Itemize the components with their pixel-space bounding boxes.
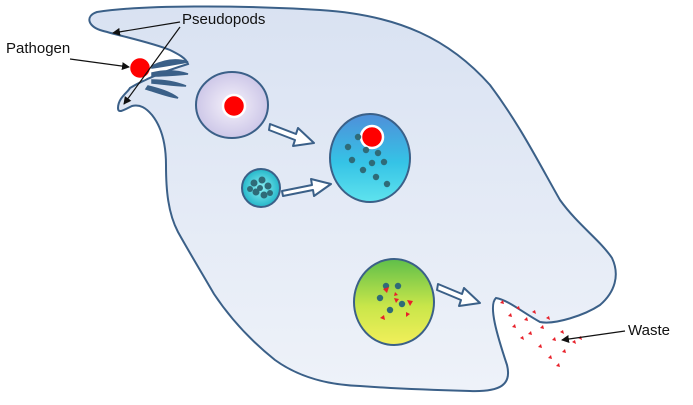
waste-particles: [500, 300, 582, 367]
process-arrow-residual-to-exit: [436, 283, 481, 307]
pseudopods-pointer-upper: [112, 21, 181, 36]
pathogen-fragments: [380, 287, 413, 320]
enzyme-dots: [344, 133, 391, 188]
digesting-pathogen: [359, 124, 385, 150]
pseudopods-pointer-lower: [123, 26, 181, 105]
pathogen: [127, 55, 153, 81]
residual-body: [353, 258, 435, 346]
label-pointers: [69, 21, 626, 343]
pathogen-label: Pathogen: [6, 40, 71, 57]
waste-label: Waste: [628, 322, 670, 339]
engulfed-pathogen: [221, 93, 247, 119]
pathogen-pointer: [69, 58, 130, 71]
lysosome-enzyme-dots: [247, 176, 273, 199]
residual-enzyme-dots: [376, 282, 406, 314]
pseudopods-label: Pseudopods: [182, 11, 266, 28]
pseudopod-fringe: [144, 59, 189, 99]
waste-pointer: [561, 330, 626, 343]
process-arrow-phagosome-to-phagolysosome: [268, 123, 315, 147]
process-arrow-lysosome-to-phagolysosome: [281, 178, 332, 197]
phagolysosome: [329, 113, 411, 203]
